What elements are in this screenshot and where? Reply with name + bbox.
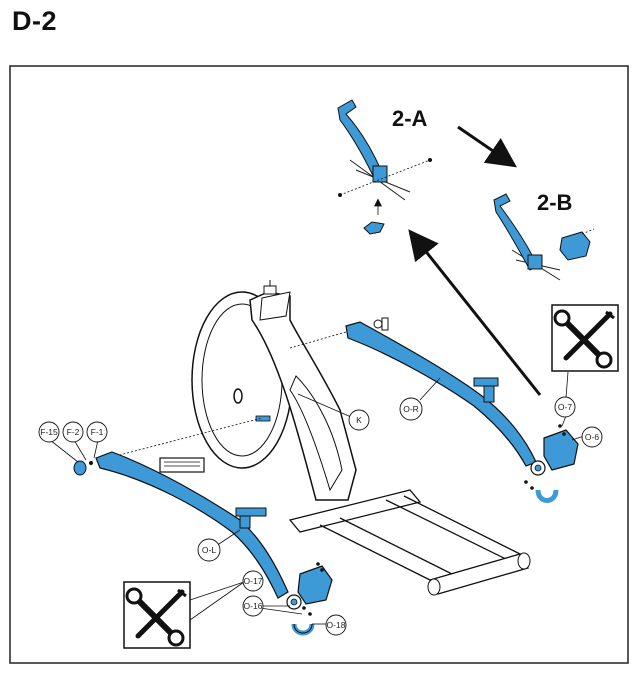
callout-f1: F-1 [86,421,108,443]
dashed-axis-right [289,331,347,349]
callout-f2: F-2 [62,421,84,443]
callout-o-6: O-6 [581,426,603,448]
inset-2a-label: 2-A [392,106,428,131]
callout-o-l: O-L [197,538,221,562]
svg-text:O-6: O-6 [585,432,599,442]
svg-text:O-17: O-17 [244,576,263,586]
callout-o-17: O-17 [242,570,264,592]
arrow-to-2b [457,125,517,168]
callout-o-18: O-18 [325,614,347,636]
svg-text:O-R: O-R [403,404,419,414]
diagram-frame [9,65,629,664]
callout-o-r: O-R [399,397,423,421]
svg-text:O-16: O-16 [244,601,263,611]
svg-text:F-15: F-15 [40,427,58,437]
inset-2b [493,193,595,281]
svg-text:O-18: O-18 [327,620,346,630]
callout-f15: F-15 [38,421,60,443]
callout-k: K [348,409,370,431]
svg-text:O-7: O-7 [558,402,572,412]
wrench-screwdriver-icon [123,581,191,649]
callout-o-16: O-16 [242,595,264,617]
inset-2b-label: 2-B [537,190,572,215]
svg-text:F-2: F-2 [67,427,80,437]
svg-text:K: K [356,415,362,425]
callout-o-7: O-7 [554,396,576,418]
step-title: D-2 [12,6,58,36]
svg-text:O-L: O-L [202,545,216,555]
inset-2a [337,99,432,235]
wrench-screwdriver-icon [551,304,619,372]
left-arm-o-l [73,451,333,636]
right-arm-o-r [345,317,579,503]
arrow-to-2a [408,229,542,396]
svg-text:F-1: F-1 [91,427,104,437]
